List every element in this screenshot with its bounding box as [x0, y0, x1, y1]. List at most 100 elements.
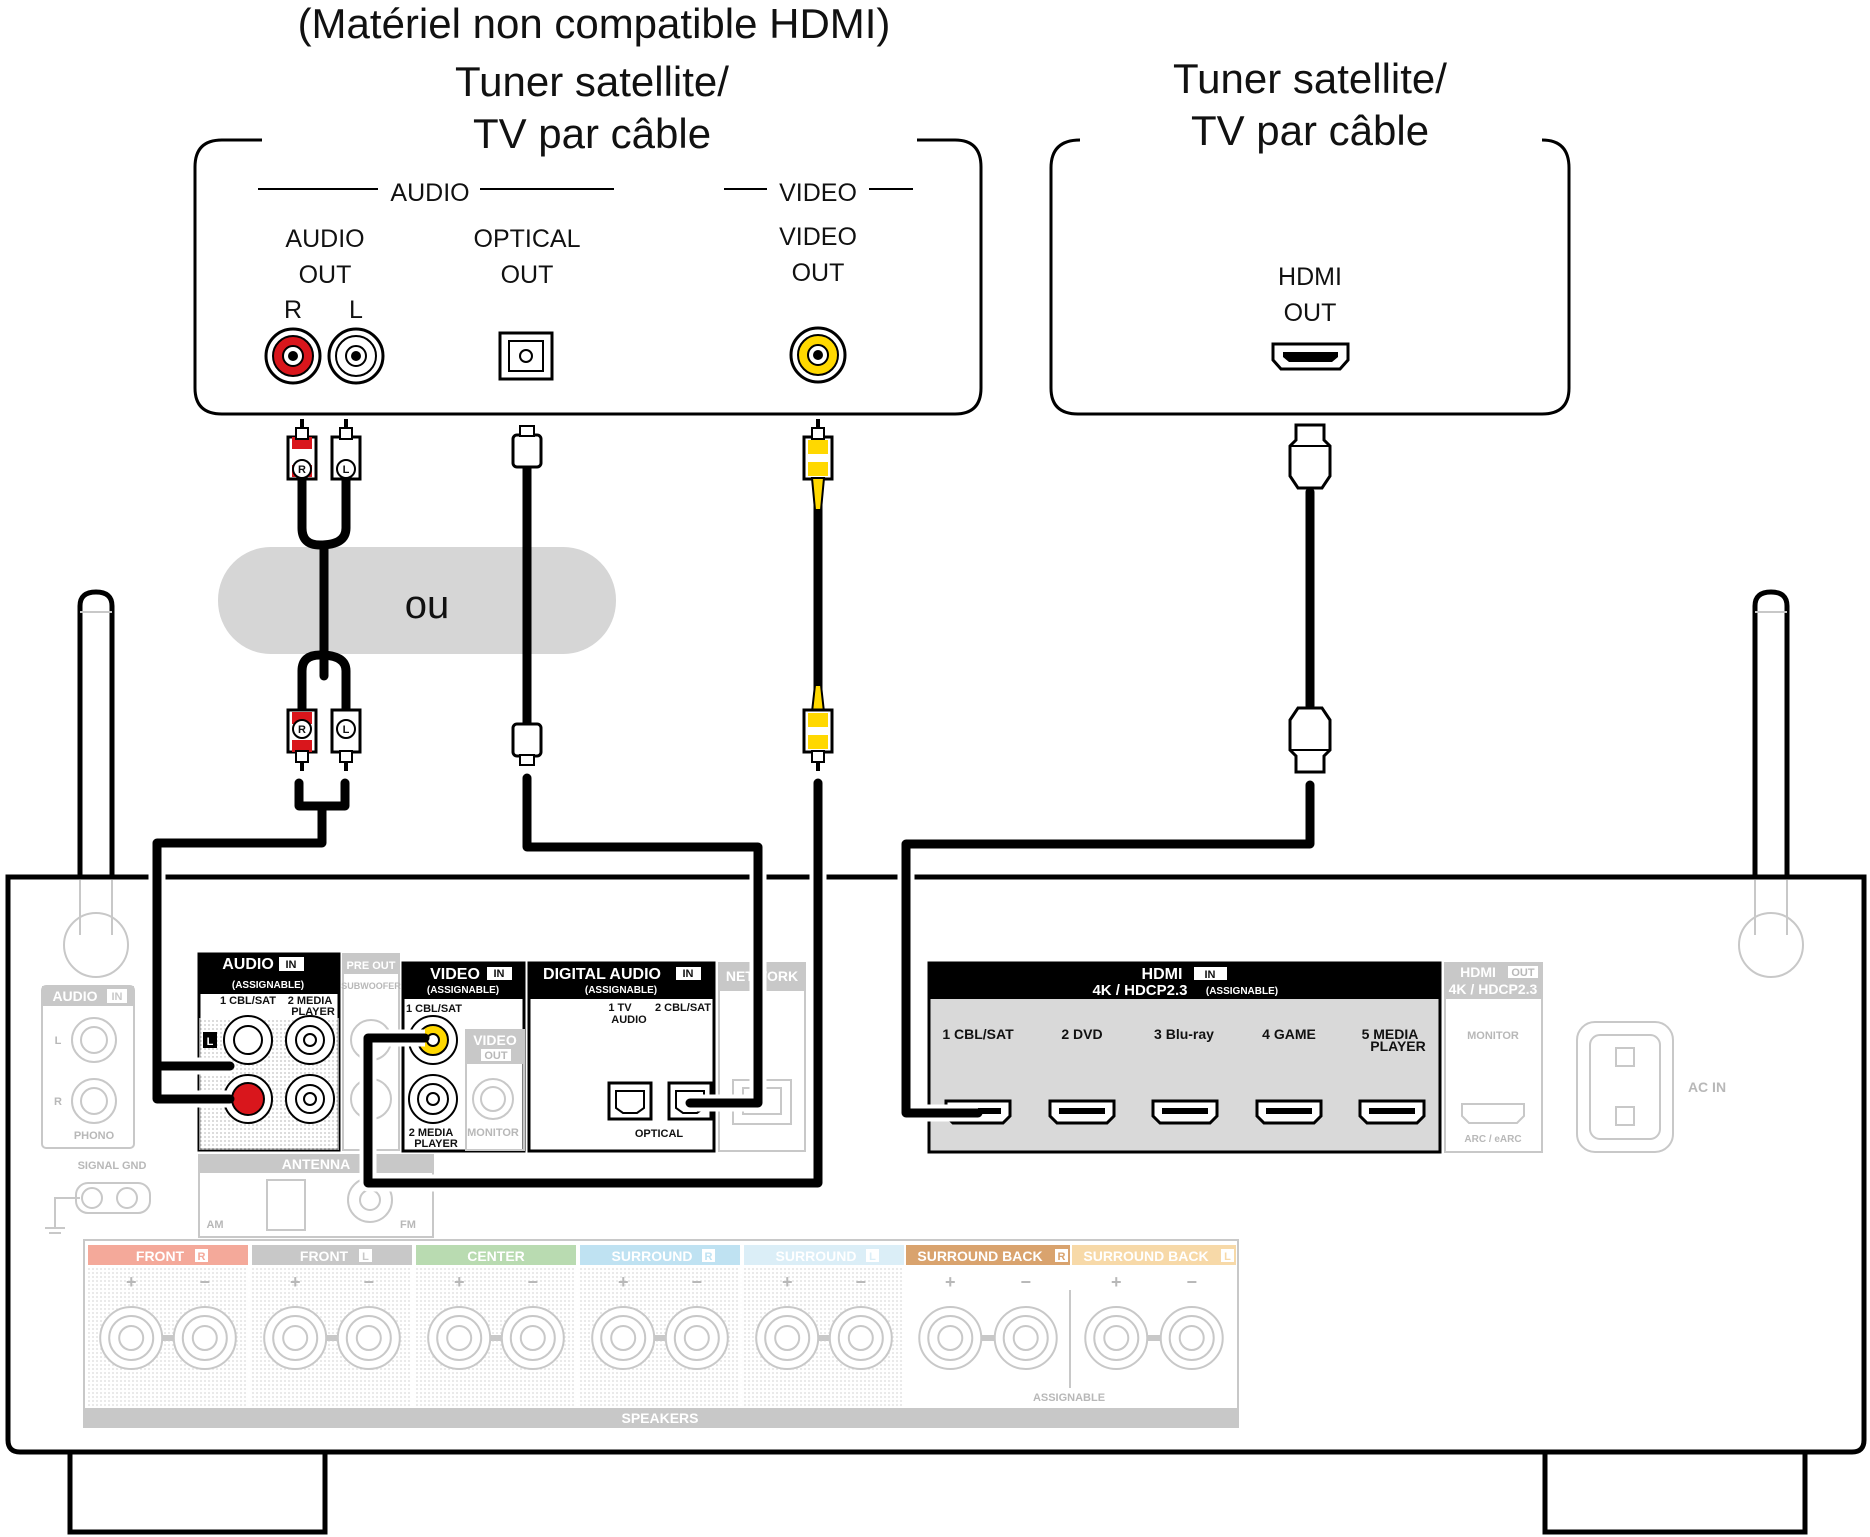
speaker-side-label: L: [1224, 1251, 1231, 1263]
speaker-group-label: FRONT: [300, 1248, 349, 1264]
video-in-title: VIDEO: [430, 966, 480, 983]
speaker-group-label: SURROUND: [612, 1248, 693, 1264]
plug-l-top: L: [343, 464, 350, 476]
title-non-hdmi: (Matériel non compatible HDMI): [298, 0, 891, 47]
speaker-minus: −: [364, 1272, 375, 1292]
hdmi-port-label-4: 4 GAME: [1262, 1026, 1316, 1042]
audio-in-section: AUDIO IN (ASSIGNABLE) 1 CBL/SAT 2 MEDIA …: [197, 952, 341, 1152]
speaker-side-label: R: [705, 1251, 713, 1263]
rca-plug-white-bottom: L: [330, 708, 362, 771]
signal-gnd-terminal: [45, 1182, 151, 1234]
speaker-group-1: FRONT R + −: [88, 1245, 248, 1406]
speaker-group-2: FRONT L + −: [252, 1245, 412, 1406]
ac-in-label: AC IN: [1688, 1079, 1726, 1095]
source-device-left: AUDIO VIDEO AUDIO OUT R L OPTICAL OUT VI…: [193, 138, 983, 416]
phono-r: R: [54, 1096, 62, 1108]
antenna-am: AM: [206, 1219, 223, 1231]
speaker-group-3: CENTER+ −: [416, 1245, 576, 1406]
title-left-line3: TV par câble: [473, 110, 711, 157]
digital-audio-j1: 1 TV: [608, 1002, 632, 1014]
audio-r-label: R: [284, 296, 302, 324]
video-in-j2: 2 MEDIA: [409, 1127, 454, 1139]
speaker-minus: −: [528, 1272, 539, 1292]
speakers-label: SPEAKERS: [621, 1410, 698, 1426]
speaker-group-label: CENTER: [467, 1248, 525, 1264]
speaker-minus: −: [856, 1272, 867, 1292]
speaker-plus: +: [618, 1272, 629, 1292]
hdmi-out-label-2: OUT: [1284, 299, 1337, 327]
wireless-antenna-right: [1738, 589, 1804, 978]
hdmi-port-label-2: 2 DVD: [1061, 1026, 1102, 1042]
title-left-line2: Tuner satellite/: [455, 58, 729, 105]
title-right-line1: Tuner satellite/: [1173, 55, 1447, 102]
speaker-group-label: FRONT: [136, 1248, 185, 1264]
optical-out-label-2: OUT: [501, 261, 554, 289]
plug-r-bottom: R: [298, 724, 306, 736]
antenna-fm: FM: [400, 1219, 416, 1231]
digital-audio-in: IN: [683, 968, 694, 980]
wireless-antenna-left: [63, 589, 129, 978]
phono-in: IN: [112, 991, 123, 1003]
speaker-side-label: L: [869, 1251, 876, 1263]
optical-jack: [498, 331, 554, 381]
digital-audio-j1b: AUDIO: [611, 1014, 647, 1026]
optical-out-label-1: OPTICAL: [474, 225, 581, 253]
speaker-minus: −: [1020, 1272, 1031, 1292]
audio-in-j2b: PLAYER: [291, 1006, 335, 1018]
phono-label: PHONO: [74, 1130, 115, 1142]
antenna-title: ANTENNA: [282, 1156, 350, 1172]
audio-out-label-2: OUT: [299, 261, 352, 289]
source-device-right: HDMI OUT: [1049, 138, 1571, 416]
or-label: ou: [405, 583, 450, 627]
hdmi-port-label-5: 5 MEDIA: [1362, 1026, 1419, 1042]
video-out-label: MONITOR: [467, 1127, 519, 1139]
rca-plug-red-top: R: [286, 419, 318, 481]
audio-in-j2: 2 MEDIA: [288, 995, 333, 1007]
rca-plug-red-bottom: R: [286, 708, 318, 771]
audio-in-title: AUDIO: [222, 956, 274, 973]
digital-audio-section: DIGITAL AUDIO IN (ASSIGNABLE) 1 TV AUDIO…: [527, 961, 716, 1153]
hdmi-port-4: [1255, 1099, 1323, 1125]
ac-in-inlet: [1576, 1021, 1674, 1153]
speaker-group-4: SURROUND R + −: [580, 1245, 740, 1406]
phono-l: L: [55, 1035, 62, 1047]
hdmi-out-label-1: HDMI: [1278, 263, 1342, 291]
speaker-plus: +: [945, 1272, 956, 1292]
speaker-side-label: L: [362, 1251, 369, 1263]
video-out-out: OUT: [484, 1050, 508, 1062]
signal-gnd-label: SIGNAL GND: [78, 1160, 147, 1172]
hdmi-port-5: [1358, 1099, 1426, 1125]
hdmi-port-3: [1151, 1099, 1219, 1125]
hdmi-port-2: [1048, 1099, 1116, 1125]
hdmi-out-arc: ARC / eARC: [1464, 1134, 1521, 1145]
hdmi-out-out: OUT: [1511, 967, 1535, 979]
optical-cable: [511, 425, 767, 1112]
rca-audio-cable: R L R L: [148, 419, 362, 1108]
hdmi-out-section: HDMI OUT 4K / HDCP2.3 MONITOR ARC / eARC: [1444, 962, 1543, 1153]
hdmi-out-label: MONITOR: [1467, 1030, 1519, 1042]
speaker-plus: +: [454, 1272, 465, 1292]
phono-input: AUDIO IN L R PHONO: [41, 985, 135, 1149]
hdmi-in-title: HDMI: [1142, 966, 1183, 983]
audio-l-label: L: [349, 296, 363, 324]
speaker-plus: +: [126, 1272, 137, 1292]
hdmi-in-sub: 4K / HDCP2.3: [1092, 982, 1187, 999]
antenna-section: ANTENNA AM FM: [198, 1154, 434, 1238]
speaker-minus: −: [200, 1272, 211, 1292]
speaker-side-label: R: [198, 1251, 206, 1263]
speaker-group-label: SURROUND BACK: [917, 1248, 1042, 1264]
speaker-minus: −: [692, 1272, 703, 1292]
audio-group-label: AUDIO: [390, 179, 469, 207]
or-band: [218, 547, 616, 654]
video-out-section: VIDEO OUT MONITOR: [465, 1029, 525, 1151]
hdmi-in-section: HDMI IN 4K / HDCP2.3 (ASSIGNABLE) 1 CBL/…: [927, 961, 1442, 1154]
video-in-in: IN: [494, 968, 505, 980]
speaker-plus: +: [290, 1272, 301, 1292]
audio-in-sub: (ASSIGNABLE): [232, 980, 304, 991]
rca-plug-yellow-top: [802, 419, 834, 511]
